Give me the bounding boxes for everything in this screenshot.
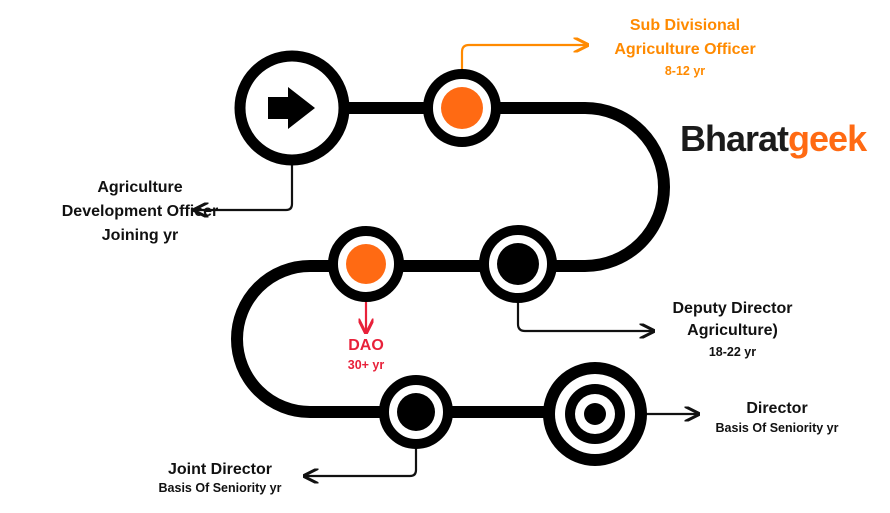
dir-node (543, 362, 647, 466)
sdao-title-line2: Agriculture Officer (614, 41, 756, 58)
dao-years: 30+ yr (347, 358, 385, 372)
brand-logo: Bharatgeek (680, 118, 867, 159)
dir-label: Director Basis Of Seniority yr (702, 398, 852, 436)
ddo-label: Deputy Director Agriculture) 18-22 yr (655, 298, 810, 360)
jd-label: Joint Director Basis Of Seniority yr (145, 460, 295, 496)
jd-title: Joint Director (167, 461, 272, 478)
career-path-line (231, 102, 670, 418)
sdao-title-line1: Sub Divisional (629, 17, 741, 34)
sdao-node (423, 69, 501, 147)
ado-title-line1: Agriculture (97, 179, 183, 196)
arrow-right-icon (268, 87, 315, 129)
dir-title: Director (746, 400, 808, 417)
jd-connector (306, 444, 418, 476)
dao-node (328, 226, 404, 302)
sdao-years: 8-12 yr (664, 64, 706, 78)
dao-label: DAO 30+ yr (326, 336, 406, 373)
jd-years: Basis Of Seniority yr (158, 481, 282, 495)
ado-connector (196, 165, 294, 210)
sdao-connector (460, 45, 586, 72)
sdao-label: Sub Divisional Agriculture Officer 8-12 … (590, 14, 780, 79)
brand-part2: geek (788, 118, 867, 159)
ddo-node (479, 225, 557, 303)
ado-years: Joining yr (101, 227, 179, 244)
start-node (234, 50, 350, 166)
ddo-years: 18-22 yr (708, 345, 757, 359)
dao-title: DAO (348, 337, 384, 354)
dir-years: Basis Of Seniority yr (715, 421, 839, 435)
brand-part1: Bharat (680, 118, 789, 159)
ddo-connector (516, 297, 652, 331)
ddo-title-line2: Agriculture) (687, 322, 778, 339)
ddo-title-line1: Deputy Director (672, 300, 793, 317)
ado-title-line2: Development Officer (61, 203, 219, 220)
ado-label: Agriculture Development Officer Joining … (40, 176, 240, 248)
jd-node (379, 375, 453, 449)
